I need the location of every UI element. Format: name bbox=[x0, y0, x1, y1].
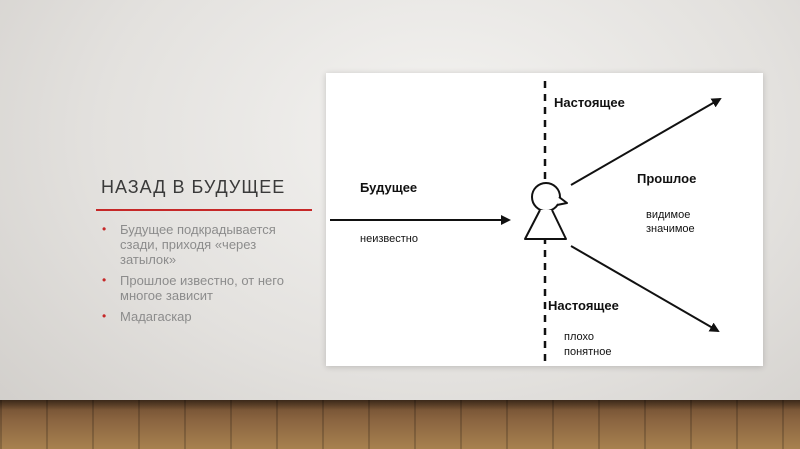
bullet-text-3: Мадагаскар bbox=[120, 309, 192, 324]
title-underline bbox=[96, 209, 312, 211]
bullet-dot-icon: • bbox=[102, 309, 107, 323]
person-icon bbox=[524, 182, 568, 240]
past-visible-arrow bbox=[570, 98, 722, 186]
present-bottom-sublabel-2: понятное bbox=[564, 346, 612, 358]
past-unclear-arrow bbox=[570, 245, 720, 333]
bullet-list: • Будущее подкрадывается сзади, приходя «… bbox=[100, 222, 310, 330]
bullet-text-2: Прошлое известно, от него многое зависит bbox=[120, 273, 284, 303]
bullet-dot-icon: • bbox=[102, 273, 107, 287]
past-label: Прошлое bbox=[637, 171, 697, 186]
past-sublabel-2: значимое bbox=[646, 223, 695, 235]
present-bottom-sublabel-1: плохо bbox=[564, 331, 594, 343]
future-label: Будущее bbox=[360, 180, 418, 195]
time-diagram bbox=[330, 81, 722, 361]
past-sublabel-1: видимое bbox=[646, 209, 691, 221]
bullet-item-1: • Будущее подкрадывается сзади, приходя «… bbox=[100, 222, 310, 267]
slide-title: НАЗАД В БУДУЩЕЕ bbox=[101, 177, 286, 197]
wooden-floor bbox=[0, 400, 800, 449]
bullet-dot-icon: • bbox=[102, 222, 107, 236]
present-top-label: Настоящее bbox=[554, 95, 625, 110]
bullet-item-2: • Прошлое известно, от него многое зависи… bbox=[100, 273, 310, 303]
diagram-card: Настоящее Будущее неизвестно Прошлое вид… bbox=[326, 73, 763, 366]
bullet-item-3: • Мадагаскар bbox=[100, 309, 310, 324]
future-sublabel: неизвестно bbox=[360, 233, 418, 245]
present-bottom-label: Настоящее bbox=[548, 298, 619, 313]
bullet-text-1: Будущее подкрадывается сзади, приходя «ч… bbox=[120, 222, 276, 267]
